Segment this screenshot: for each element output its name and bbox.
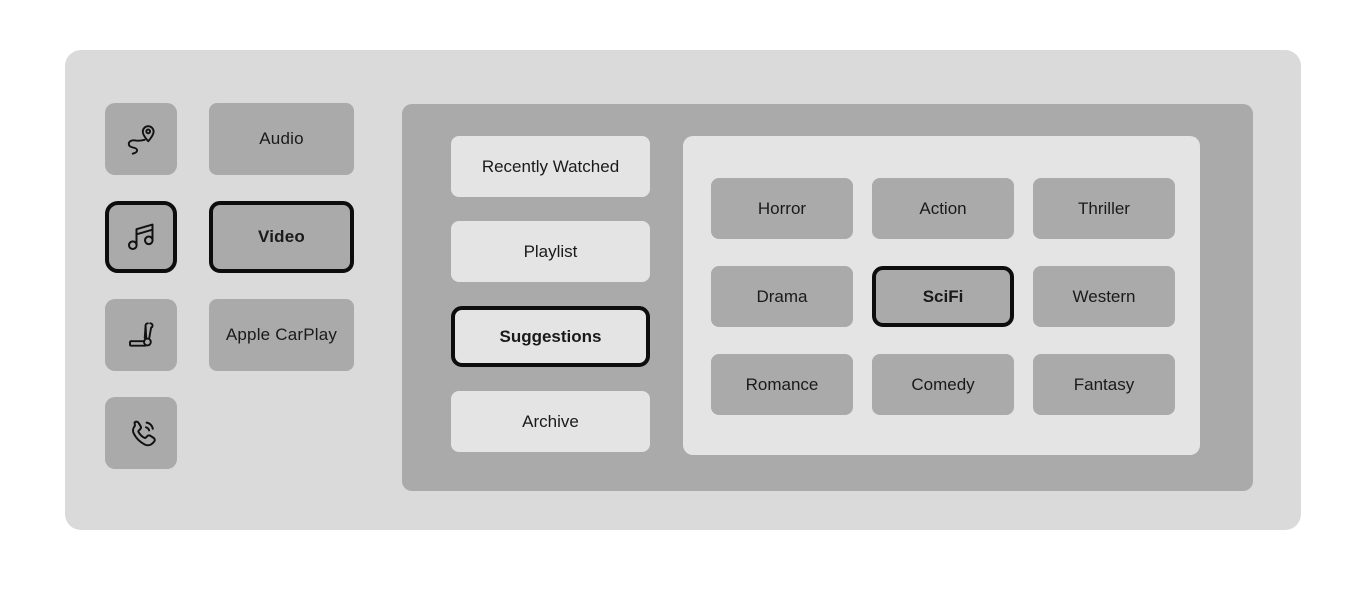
source-button-apple-carplay[interactable]: Apple CarPlay (209, 299, 354, 371)
category-button-recently-watched[interactable]: Recently Watched (451, 136, 650, 197)
genre-button-horror[interactable]: Horror (711, 178, 853, 239)
source-button-audio[interactable]: Audio (209, 103, 354, 175)
genre-button-drama[interactable]: Drama (711, 266, 853, 327)
main-content-panel: Recently Watched Playlist Suggestions Ar… (402, 104, 1253, 491)
genre-panel: Horror Action Thriller Drama SciFi Weste… (683, 136, 1200, 455)
genre-button-thriller[interactable]: Thriller (1033, 178, 1175, 239)
category-button-playlist[interactable]: Playlist (451, 221, 650, 282)
category-button-suggestions[interactable]: Suggestions (451, 306, 650, 367)
music-icon-tile[interactable] (105, 201, 177, 273)
icon-rail (105, 103, 177, 469)
genre-button-fantasy[interactable]: Fantasy (1033, 354, 1175, 415)
navigation-route-pin-icon (121, 119, 161, 159)
category-list: Recently Watched Playlist Suggestions Ar… (451, 136, 650, 452)
car-seat-icon (121, 315, 161, 355)
infotainment-shell: Audio Video Apple CarPlay Recently Watch… (65, 50, 1301, 530)
nav-icon-tile[interactable] (105, 103, 177, 175)
genre-button-scifi[interactable]: SciFi (872, 266, 1014, 327)
genre-button-comedy[interactable]: Comedy (872, 354, 1014, 415)
phone-call-icon (121, 413, 161, 453)
music-note-icon (121, 217, 161, 257)
seat-icon-tile[interactable] (105, 299, 177, 371)
source-rail: Audio Video Apple CarPlay (209, 103, 354, 469)
genre-grid: Horror Action Thriller Drama SciFi Weste… (711, 178, 1175, 415)
phone-icon-tile[interactable] (105, 397, 177, 469)
genre-button-action[interactable]: Action (872, 178, 1014, 239)
source-button-video[interactable]: Video (209, 201, 354, 273)
category-button-archive[interactable]: Archive (451, 391, 650, 452)
genre-button-western[interactable]: Western (1033, 266, 1175, 327)
source-rail-spacer (209, 397, 354, 469)
genre-button-romance[interactable]: Romance (711, 354, 853, 415)
